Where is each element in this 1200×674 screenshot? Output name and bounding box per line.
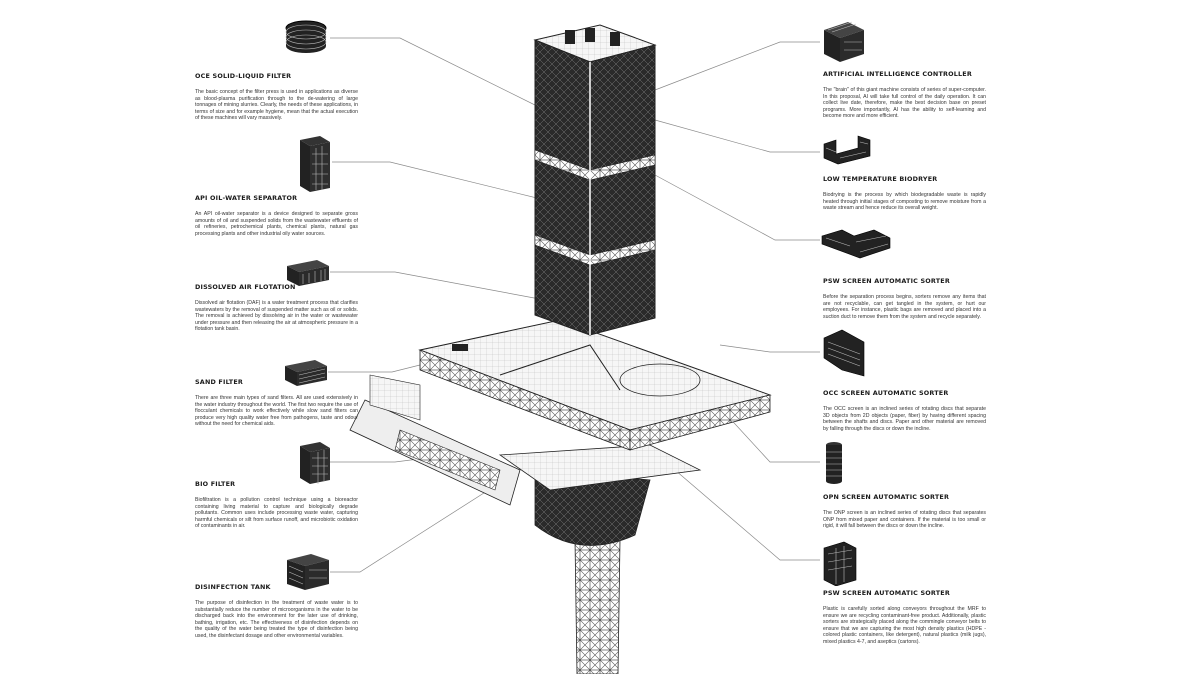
label-title: SAND FILTER: [195, 378, 244, 386]
cargo-ship: [349, 374, 521, 506]
label-title: BIO FILTER: [195, 480, 236, 488]
label-description: An API oil-water separator is a device d…: [195, 211, 358, 237]
label-dissolved-air-flotation: DISSOLVED AIR FLOTATION Dissolved air fl…: [195, 283, 358, 333]
label-psw-sorter: PSW SCREEN AUTOMATIC SORTER Before the s…: [823, 277, 986, 320]
label-title: PSW SCREEN AUTOMATIC SORTER: [823, 277, 950, 285]
label-title: DISINFECTION TANK: [195, 583, 271, 591]
label-title: ARTIFICIAL INTELLIGENCE CONTROLLER: [823, 70, 972, 78]
label-description: The ONP screen is an inclined series of …: [823, 510, 986, 529]
label-title: OCE SOLID-LIQUID FILTER: [195, 72, 292, 80]
occ-sorter-icon: [823, 329, 865, 377]
label-sand-filter: SAND FILTER There are three main types o…: [195, 378, 358, 428]
label-description: Biodrying is the process by which biodeg…: [823, 192, 986, 211]
oce-filter-icon: [285, 20, 327, 53]
label-bio-filter: BIO FILTER Biofiltration is a pollution …: [195, 480, 358, 530]
label-description: Dissolved air flotation (DAF) is a water…: [195, 300, 358, 332]
tower-body: [533, 24, 657, 336]
label-title: OCC SCREEN AUTOMATIC SORTER: [823, 389, 949, 397]
label-title: PSW SCREEN AUTOMATIC SORTER: [823, 589, 950, 597]
label-api-separator: API OIL-WATER SEPARATOR An API oil-water…: [195, 194, 358, 237]
label-opn-sorter: OPN SCREEN AUTOMATIC SORTER The ONP scre…: [823, 493, 986, 530]
label-description: The "brain" of this giant machine consis…: [823, 87, 986, 119]
label-oce-filter: OCE SOLID-LIQUID FILTER The basic concep…: [195, 72, 358, 122]
sand-filter-icon: [285, 360, 327, 386]
disinfection-tank-icon: [287, 554, 329, 590]
label-title: API OIL-WATER SEPARATOR: [195, 194, 298, 202]
label-title: OPN SCREEN AUTOMATIC SORTER: [823, 493, 950, 501]
label-occ-sorter: OCC SCREEN AUTOMATIC SORTER The OCC scre…: [823, 389, 986, 432]
platform-deck: [418, 319, 772, 451]
daf-icon: [287, 260, 329, 286]
label-description: Biofiltration is a pollution control tec…: [195, 497, 358, 529]
label-description: Before the separation process begins, so…: [823, 294, 986, 320]
psw-sorter-2-icon: [823, 541, 857, 586]
label-biodryer: LOW TEMPERATURE BIODRYER Biodrying is th…: [823, 175, 986, 212]
label-disinfection-tank: DISINFECTION TANK The purpose of disinfe…: [195, 583, 358, 639]
opn-sorter-icon: [826, 442, 842, 484]
bio-filter-icon: [300, 442, 330, 484]
label-title: DISSOLVED AIR FLOTATION: [195, 283, 296, 291]
support-column: [574, 539, 621, 674]
label-description: Plastic is carefully sorted along convey…: [823, 606, 986, 645]
label-description: The basic concept of the filter press is…: [195, 89, 358, 121]
label-psw-sorter-2: PSW SCREEN AUTOMATIC SORTER Plastic is c…: [823, 589, 986, 645]
label-title: LOW TEMPERATURE BIODRYER: [823, 175, 938, 183]
psw-sorter-icon: [821, 229, 891, 259]
lower-tank: [498, 444, 702, 546]
label-description: There are three main types of sand filte…: [195, 395, 358, 427]
biodryer-icon: [823, 135, 871, 165]
ai-controller-icon: [824, 21, 864, 62]
label-ai-controller: ARTIFICIAL INTELLIGENCE CONTROLLER The "…: [823, 70, 986, 120]
label-description: The OCC screen is an inclined series of …: [823, 406, 986, 432]
api-separator-icon: [300, 136, 330, 192]
label-description: The purpose of disinfection in the treat…: [195, 600, 358, 639]
